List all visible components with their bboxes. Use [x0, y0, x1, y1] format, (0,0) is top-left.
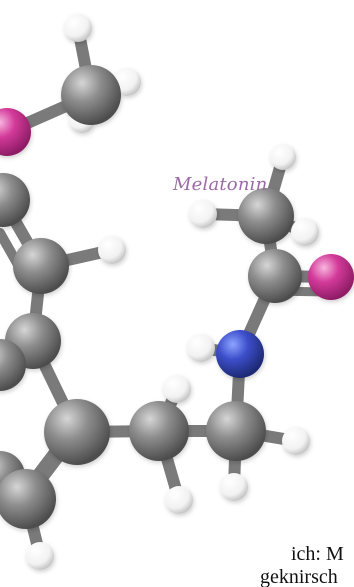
carbon-atom-left-middle: [0, 339, 26, 391]
nitrogen-atom: [216, 330, 264, 378]
hydrogen-atom-chain-1-bottom: [165, 486, 193, 514]
hydrogen-atom-chain-2-right: [282, 427, 310, 455]
carbon-atom-carbonyl: [248, 249, 302, 303]
carbon-atom-ring-upper: [13, 238, 69, 294]
hydrogen-atom-ring-upper: [98, 236, 126, 264]
cut-off-text-line-2: geknirsch: [260, 566, 338, 587]
figure-caption: Melatonin: [173, 174, 268, 195]
hydrogen-atom-bottom-left: [26, 542, 54, 570]
oxygen-atom-top-left: [0, 108, 31, 156]
carbon-atom-left-upper: [0, 173, 30, 227]
carbon-atom-ring-lower: [44, 399, 110, 465]
atoms: [0, 14, 354, 570]
hydrogen-atom-top-1: [64, 14, 92, 42]
hydrogen-atom-chain-2-bottom: [220, 473, 248, 501]
carbon-atom-methyl: [238, 188, 294, 244]
hydrogen-atom-nitrogen: [187, 334, 215, 362]
carbon-atom-bottom-left: [0, 469, 56, 529]
hydrogen-atom-methyl-left: [189, 200, 217, 228]
cut-off-text-line-1: ich: M: [291, 543, 344, 565]
hydrogen-atom-methyl-top: [270, 144, 296, 170]
carbon-atom-top: [61, 65, 121, 125]
carbon-atom-chain-1: [129, 401, 189, 461]
carbon-atom-chain-2: [206, 401, 266, 461]
hydrogen-atom-chain-1-top: [163, 375, 191, 403]
hydrogen-atom-methyl-right: [291, 218, 319, 246]
oxygen-atom-carbonyl: [308, 254, 354, 300]
